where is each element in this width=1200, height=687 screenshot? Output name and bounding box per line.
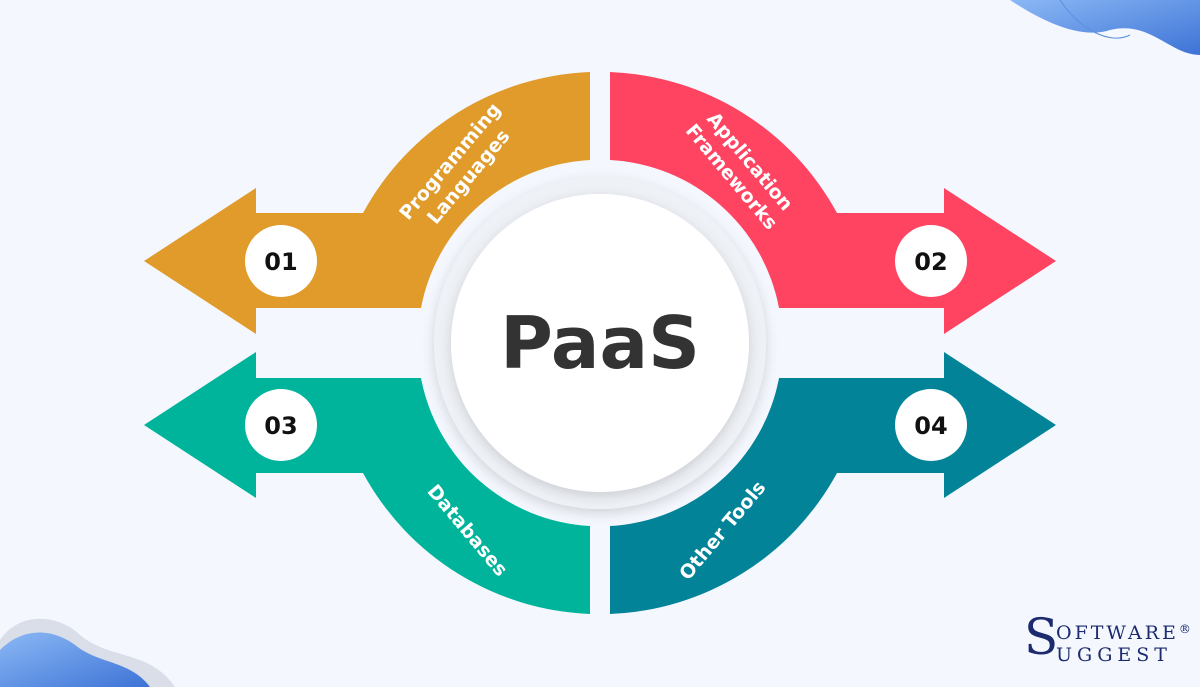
- number-badge-03: [245, 389, 317, 461]
- logo-registered: ®: [1178, 622, 1194, 636]
- corner-blob-top-right: [1010, 0, 1200, 55]
- logo-line1-text: OFTWARE: [1056, 622, 1179, 644]
- number-badge-04: [895, 389, 967, 461]
- logo-line2: UGGEST: [1056, 644, 1172, 666]
- corner-blob-top-right-line: [1059, 0, 1131, 39]
- logo-initial: S: [1024, 608, 1059, 666]
- logo-line1: OFTWARE®: [1056, 622, 1194, 644]
- number-02: 02: [914, 248, 947, 276]
- number-01: 01: [264, 248, 297, 276]
- number-badge-01: [245, 225, 317, 297]
- number-03: 03: [264, 412, 297, 440]
- corner-blob-bottom-left-fill: [0, 632, 150, 687]
- center-circle: [451, 194, 749, 492]
- number-badge-02: [895, 225, 967, 297]
- number-04: 04: [914, 412, 947, 440]
- center-title: PaaS: [500, 301, 700, 385]
